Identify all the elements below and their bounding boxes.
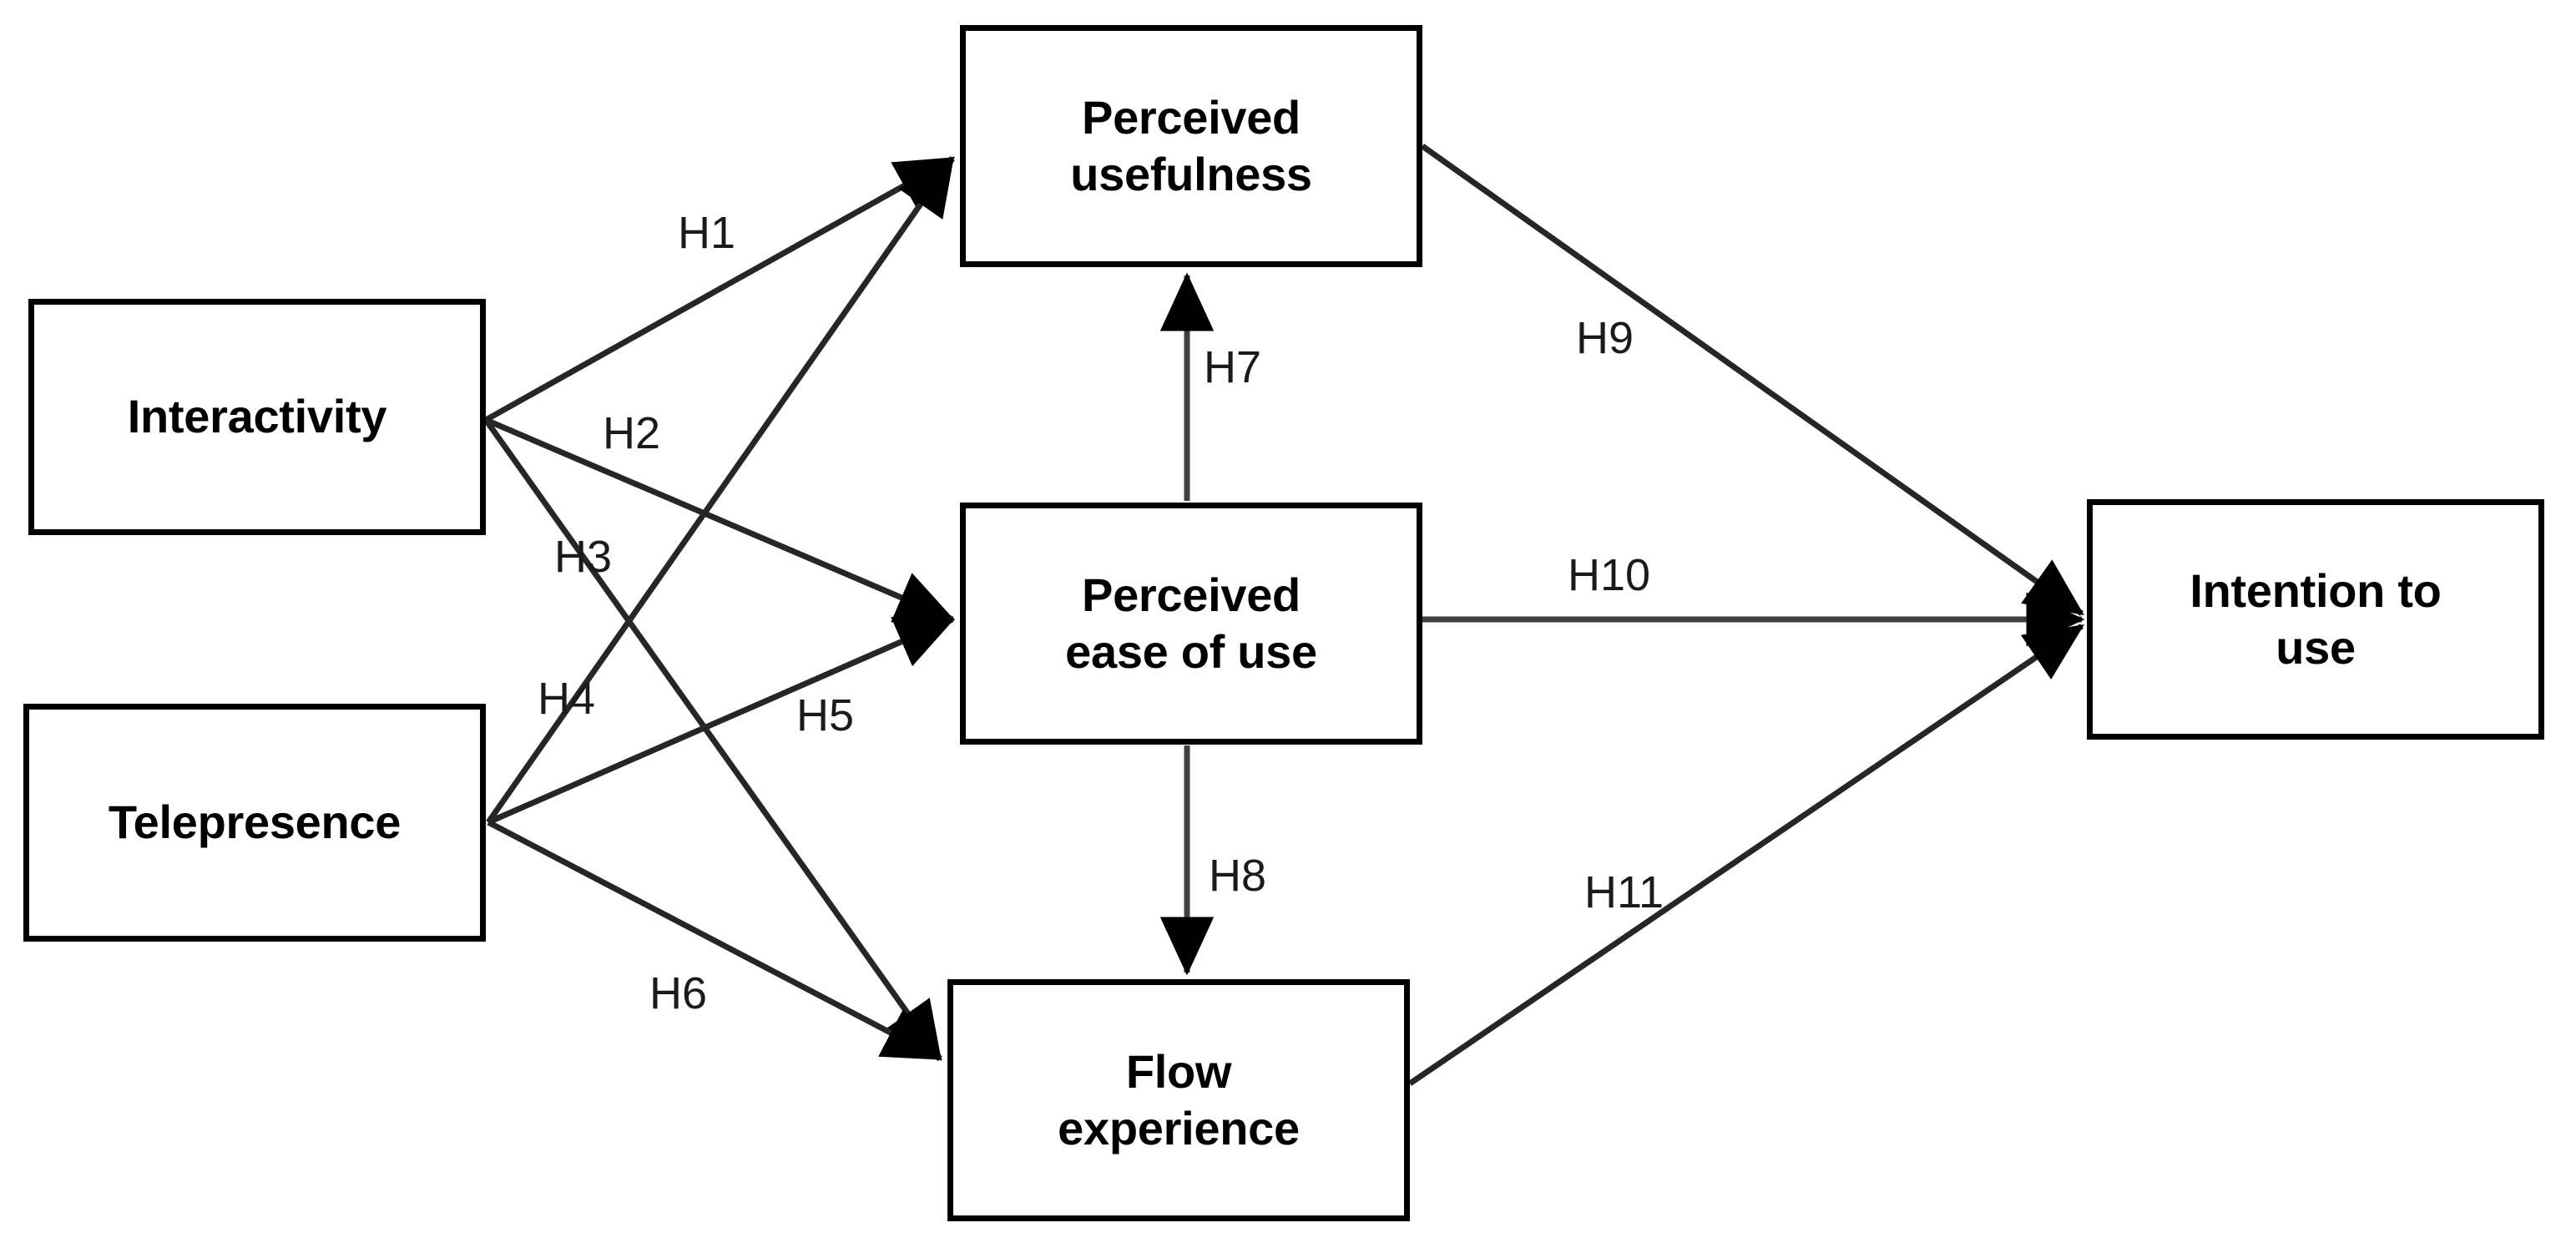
edge-h5-line	[487, 616, 956, 826]
node-intention-to-use-label: Intention to use	[2190, 563, 2442, 674]
edge-label-h5: H5	[796, 690, 855, 740]
edge-h1-line	[484, 155, 956, 423]
node-perceived-usefulness[interactable]: Perceived usefulness	[960, 25, 1422, 267]
edge-label-h1: H1	[678, 208, 736, 258]
edge-label-h10: H10	[1568, 550, 1651, 600]
node-intention-to-use[interactable]: Intention to use	[2087, 499, 2544, 740]
edge-label-h9: H9	[1576, 313, 1634, 363]
node-perceived-ease-of-use[interactable]: Perceived ease of use	[960, 503, 1422, 745]
edge-label-h2: H2	[603, 408, 661, 458]
edge-h9-line	[1420, 144, 2084, 616]
node-telepresence-label: Telepresence	[108, 796, 402, 849]
node-flow-experience[interactable]: Flow experience	[947, 979, 1410, 1221]
edge-h4-line	[486, 156, 955, 825]
edge-h6-line	[487, 819, 943, 1062]
edge-label-h6: H6	[649, 968, 708, 1018]
edge-label-h8: H8	[1209, 851, 1267, 901]
edge-label-h11: H11	[1584, 867, 1664, 917]
node-perceived-ease-of-use-label: Perceived ease of use	[1065, 568, 1317, 678]
node-interactivity[interactable]: Interactivity	[28, 299, 486, 535]
node-interactivity-label: Interactivity	[127, 390, 387, 443]
edge-label-h7: H7	[1204, 342, 1262, 392]
node-perceived-usefulness-label: Perceived usefulness	[1070, 90, 1312, 200]
edge-label-h4: H4	[538, 674, 596, 724]
edge-h2-line	[484, 417, 956, 623]
edge-h11-line	[1408, 624, 2084, 1086]
edge-label-h3: H3	[554, 532, 613, 582]
node-telepresence[interactable]: Telepresence	[23, 704, 486, 942]
edge-h3-line	[483, 417, 942, 1061]
node-flow-experience-label: Flow experience	[1058, 1044, 1300, 1155]
